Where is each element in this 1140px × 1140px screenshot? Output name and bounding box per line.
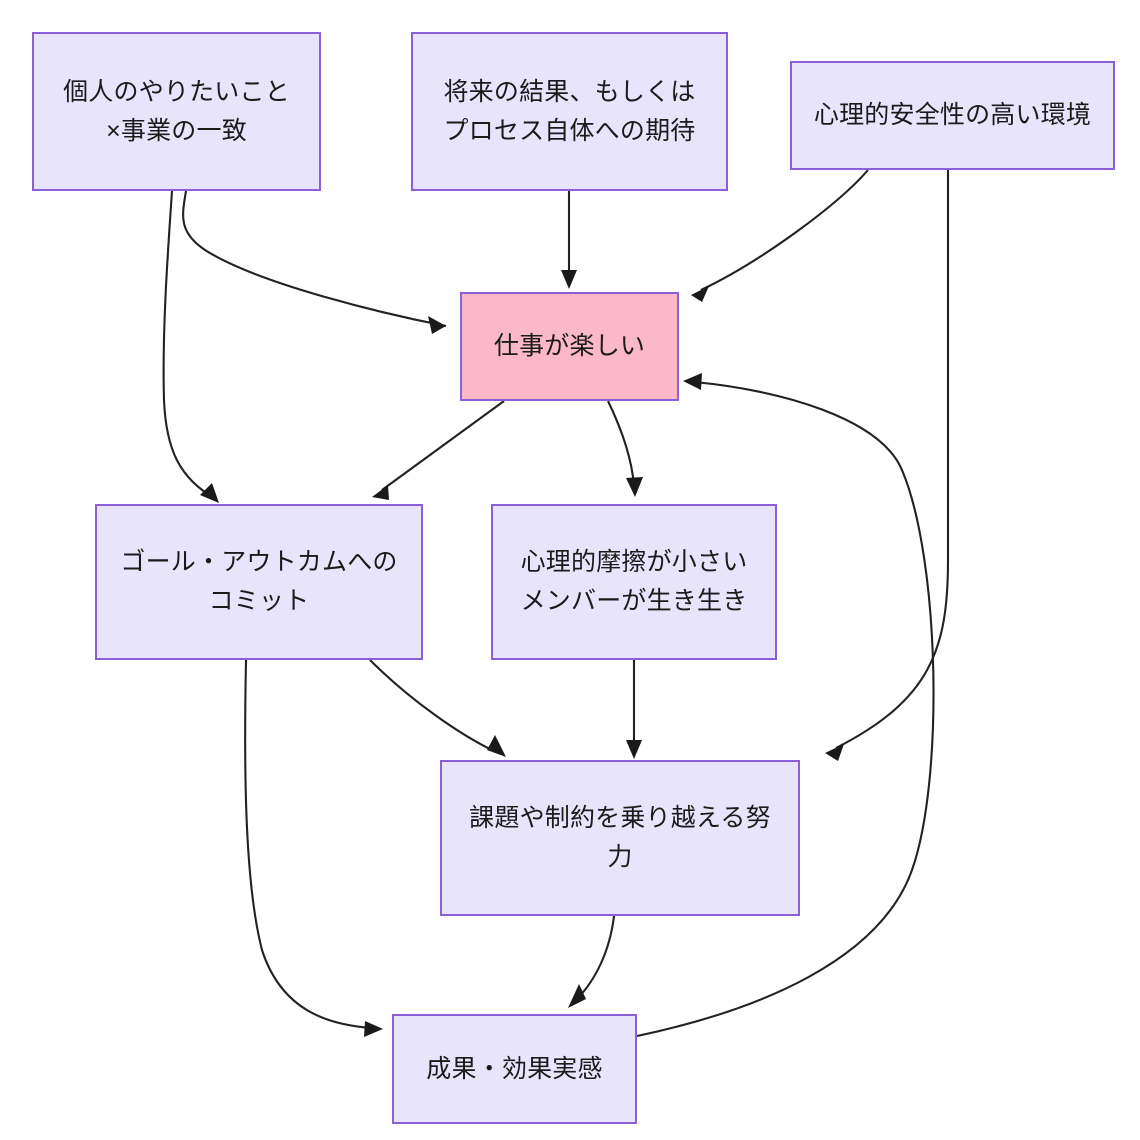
arrowhead-e-expect-fun [561, 270, 577, 289]
node-label-personal-alignment: 個人のやりたいこと ×事業の一致 [63, 77, 290, 145]
node-goal-commit[interactable]: ゴール・アウトカムへの コミット [95, 504, 423, 660]
node-label-work-is-fun: 仕事が楽しい [493, 332, 646, 361]
edge-e-goal-results [244, 659, 373, 1030]
edge-e-fun-lowfric [607, 400, 636, 487]
node-overcome-effort[interactable]: 課題や制約を乗り越える努 力 [440, 760, 800, 916]
arrowhead-e-safety-effort [825, 744, 844, 761]
node-label-low-friction: 心理的摩擦が小さい メンバーが生き生き [520, 548, 748, 615]
edge-e-fun-goal [381, 400, 505, 491]
edge-e-goal-effort [369, 659, 497, 753]
edge-e-safety-effort [835, 170, 950, 749]
arrowhead-e-personal-fun [428, 316, 446, 334]
node-expectation[interactable]: 将来の結果、もしくは プロセス自体への期待 [411, 32, 728, 191]
arrowhead-e-safety-fun [691, 286, 709, 302]
node-low-friction[interactable]: 心理的摩擦が小さい メンバーが生き生き [491, 504, 777, 660]
node-label-psychological-safety: 心理的安全性の高い環境 [813, 101, 1092, 130]
node-label-results-impact: 成果・効果実感 [426, 1054, 603, 1083]
node-label-goal-commit: ゴール・アウトカムへの コミット [120, 548, 398, 615]
arrowhead-e-fun-lowfric [626, 477, 643, 497]
arrowhead-e-effort-results [568, 984, 586, 1008]
arrowhead-e-lowfric-effort [626, 740, 642, 759]
arrowhead-e-fun-goal [372, 485, 389, 500]
node-work-is-fun[interactable]: 仕事が楽しい [460, 292, 679, 401]
edge-e-personal-goal [162, 190, 215, 499]
node-psychological-safety[interactable]: 心理的安全性の高い環境 [790, 61, 1115, 170]
edge-e-results-fun [636, 380, 935, 1038]
arrowhead-e-goal-results [364, 1021, 383, 1037]
arrowhead-e-results-fun [683, 373, 702, 390]
node-results-impact[interactable]: 成果・効果実感 [392, 1014, 637, 1124]
edge-e-personal-fun [182, 190, 447, 328]
node-personal-alignment[interactable]: 個人のやりたいこと ×事業の一致 [32, 32, 321, 191]
arrowhead-e-goal-effort [487, 735, 506, 757]
node-label-expectation: 将来の結果、もしくは プロセス自体への期待 [443, 77, 696, 145]
edge-e-effort-results [575, 915, 616, 1001]
arrowhead-e-personal-goal [200, 483, 219, 503]
node-label-overcome-effort: 課題や制約を乗り越える努 力 [469, 804, 771, 871]
